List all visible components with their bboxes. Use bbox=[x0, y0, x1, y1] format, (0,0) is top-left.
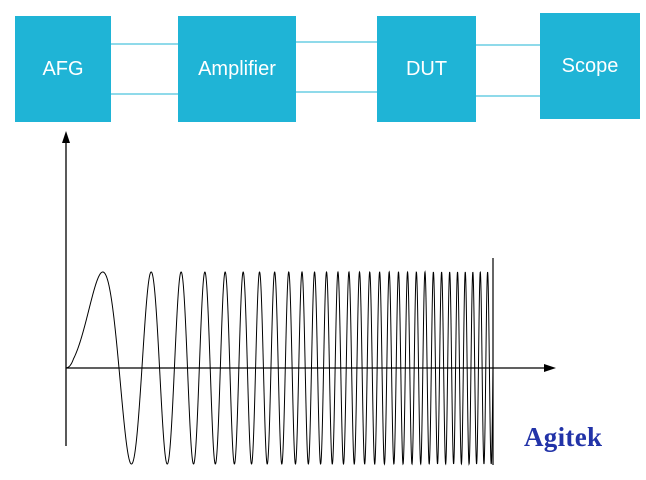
scope-label: Scope bbox=[561, 55, 619, 77]
afg-block: AFG bbox=[15, 16, 111, 122]
amplifier-block: Amplifier bbox=[178, 16, 296, 122]
scope-block: Scope bbox=[540, 13, 640, 119]
dut-block: DUT bbox=[377, 16, 476, 122]
x-axis-arrow-icon bbox=[544, 364, 556, 372]
dut-label: DUT bbox=[405, 57, 448, 80]
amplifier-label: Amplifier bbox=[198, 57, 276, 80]
agitek-logo: Agitek bbox=[524, 422, 603, 452]
y-axis-arrow-icon bbox=[62, 131, 70, 143]
afg-label: AFG bbox=[42, 57, 84, 80]
connector-lines bbox=[111, 41, 540, 97]
axes bbox=[62, 131, 556, 446]
chirp-waveform bbox=[65, 270, 494, 466]
